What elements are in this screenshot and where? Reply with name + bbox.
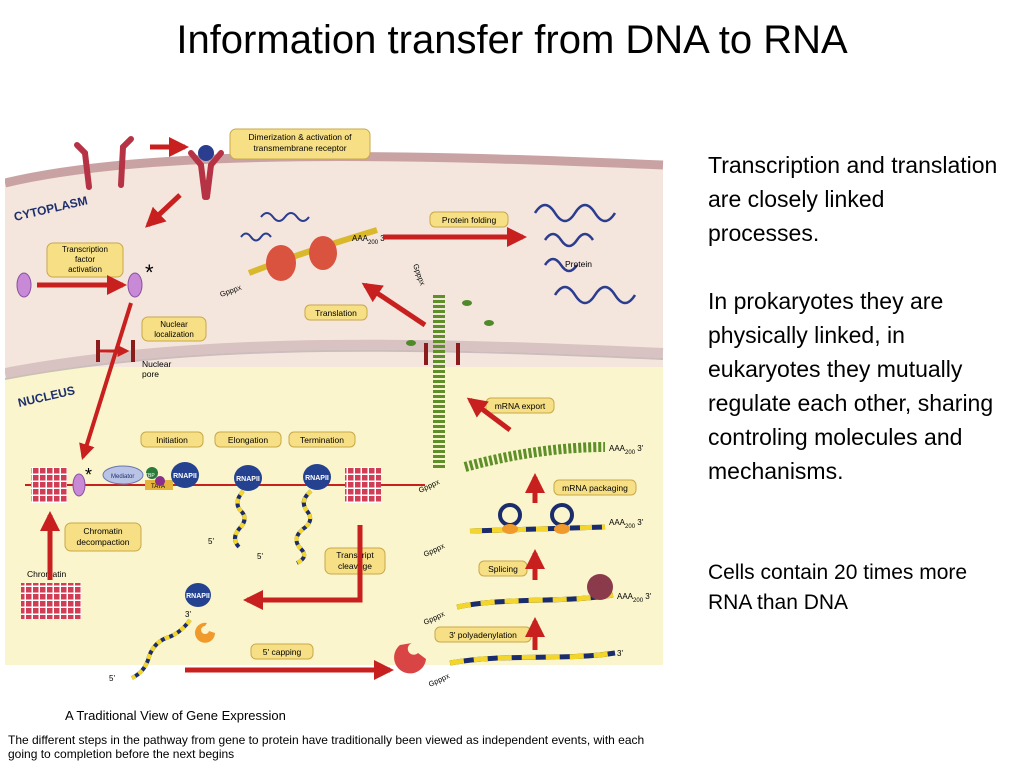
label-translation: Translation xyxy=(304,304,368,321)
label-5-capping: 5' capping xyxy=(250,643,314,660)
text-linked-processes: Transcription and translation are closel… xyxy=(708,152,998,246)
rnapii-termination: RNAPII xyxy=(294,464,331,565)
svg-text:Elongation: Elongation xyxy=(228,435,268,445)
polyadenylated-premrna xyxy=(456,574,614,610)
svg-text:decompaction: decompaction xyxy=(77,537,130,547)
asterisk-tf: * xyxy=(145,260,154,285)
active-tf xyxy=(127,272,143,298)
nuclear-pore-right xyxy=(131,340,135,362)
svg-text:Protein folding: Protein folding xyxy=(442,215,497,225)
nuclear-pore-left xyxy=(96,340,100,362)
label-transcript-cleavage: Transcript cleavage xyxy=(324,547,386,575)
svg-text:Transcript: Transcript xyxy=(336,550,374,560)
svg-text:cleavage: cleavage xyxy=(338,561,372,571)
receptor-monomers xyxy=(74,136,134,190)
svg-text:transmembrane receptor: transmembrane receptor xyxy=(253,143,346,153)
label-protein-folding: Protein folding xyxy=(429,211,509,228)
figure-caption-title: A Traditional View of Gene Expression xyxy=(65,708,286,723)
svg-text:3' polyadenylation: 3' polyadenylation xyxy=(449,630,517,640)
svg-text:RNAPII: RNAPII xyxy=(186,593,210,600)
nuclear-envelope xyxy=(5,339,664,378)
rnapii-elongation: RNAPII xyxy=(233,465,262,549)
chromatin-label: Chromatin xyxy=(27,569,66,579)
svg-text:5' capping: 5' capping xyxy=(263,647,302,657)
folded-protein: Protein xyxy=(533,203,637,305)
svg-text:TATA: TATA xyxy=(151,484,165,490)
figure-caption-text: The different steps in the pathway from … xyxy=(8,733,645,761)
svg-text:RNAPII: RNAPII xyxy=(305,475,329,482)
svg-text:Initiation: Initiation xyxy=(156,435,188,445)
label-tf-activation: Transcription factor activation xyxy=(46,242,124,278)
compact-chromatin xyxy=(21,583,81,619)
svg-text:pore: pore xyxy=(142,369,159,379)
chromatin-block-right xyxy=(345,467,381,503)
svg-text:activation: activation xyxy=(68,265,102,274)
arrow-transcript-cleavage xyxy=(243,525,363,610)
label-dimerization: Dimerization & activation of transmembra… xyxy=(229,128,371,160)
nuclear-pore-label: Nuclear pore xyxy=(142,359,171,379)
svg-text:localization: localization xyxy=(154,330,194,339)
mrnp-packaged xyxy=(463,442,606,472)
svg-text:Protein: Protein xyxy=(565,259,592,269)
inactive-tf xyxy=(16,272,32,298)
svg-text:Termination: Termination xyxy=(300,435,344,445)
svg-text:factor: factor xyxy=(75,255,95,264)
label-nuclear-localization: Nuclear localization xyxy=(141,316,207,342)
label-elongation: Elongation xyxy=(214,431,282,448)
arrow-mrna-export xyxy=(466,397,512,432)
svg-text:mRNA export: mRNA export xyxy=(495,401,546,411)
svg-text:Nuclear: Nuclear xyxy=(160,320,188,329)
five-prime-termination: 5' xyxy=(257,552,263,561)
label-chromatin-decompaction: Chromatin decompaction xyxy=(64,522,142,552)
svg-text:Dimerization & activation of: Dimerization & activation of xyxy=(249,132,353,142)
five-prime-elongation: 5' xyxy=(208,537,214,546)
capped-transcript xyxy=(394,643,616,674)
text-rna-amount: Cells contain 20 times more RNA than DNA xyxy=(708,561,968,614)
asterisk-bound-tf: * xyxy=(85,465,92,485)
rnapii-released: RNAPII xyxy=(131,583,215,680)
label-initiation: Initiation xyxy=(140,431,204,448)
svg-text:RNAPII: RNAPII xyxy=(173,473,197,480)
svg-text:Chromatin: Chromatin xyxy=(83,526,122,536)
slide-title: Information transfer from DNA to RNA xyxy=(176,18,848,62)
label-termination: Termination xyxy=(288,431,356,448)
svg-text:Transcription: Transcription xyxy=(62,245,108,254)
label-mrna-export: mRNA export xyxy=(485,397,555,414)
bound-tf xyxy=(72,473,86,497)
arrow-translation xyxy=(361,282,427,328)
three-prime-released: 3' xyxy=(185,610,191,619)
gene-expression-figure: CYTOPLASM NUCLEUS Dimerization & activat… xyxy=(5,128,665,705)
svg-text:Mediator: Mediator xyxy=(111,474,134,480)
svg-text:mRNA packaging: mRNA packaging xyxy=(562,483,628,493)
three-prime-capped: 3' xyxy=(617,649,623,658)
svg-text:TBP: TBP xyxy=(145,473,155,479)
spliced-mrna xyxy=(469,503,606,534)
receptor-dimer xyxy=(188,145,224,200)
svg-text:Translation: Translation xyxy=(315,308,357,318)
preinitiation-complex: Mediator TATA TBP RNAPII xyxy=(102,462,199,490)
svg-text:RNAPII: RNAPII xyxy=(236,476,260,483)
text-prokaryotes-eukaryotes: In prokaryotes they are physically linke… xyxy=(708,288,994,484)
five-prime-released: 5' xyxy=(109,674,115,683)
chromatin-block-left xyxy=(31,467,67,503)
mrnp-exporting xyxy=(406,295,494,470)
ribosome-translation xyxy=(240,212,378,281)
svg-text:Splicing: Splicing xyxy=(488,564,518,574)
arrow-receptor-to-tf xyxy=(145,193,182,228)
arrow-tf-to-nucleus xyxy=(79,302,133,461)
label-splicing: Splicing xyxy=(478,560,528,577)
label-mrna-packaging: mRNA packaging xyxy=(553,479,637,496)
label-polyadenylation: 3' polyadenylation xyxy=(434,626,532,643)
svg-text:Nuclear: Nuclear xyxy=(142,359,171,369)
